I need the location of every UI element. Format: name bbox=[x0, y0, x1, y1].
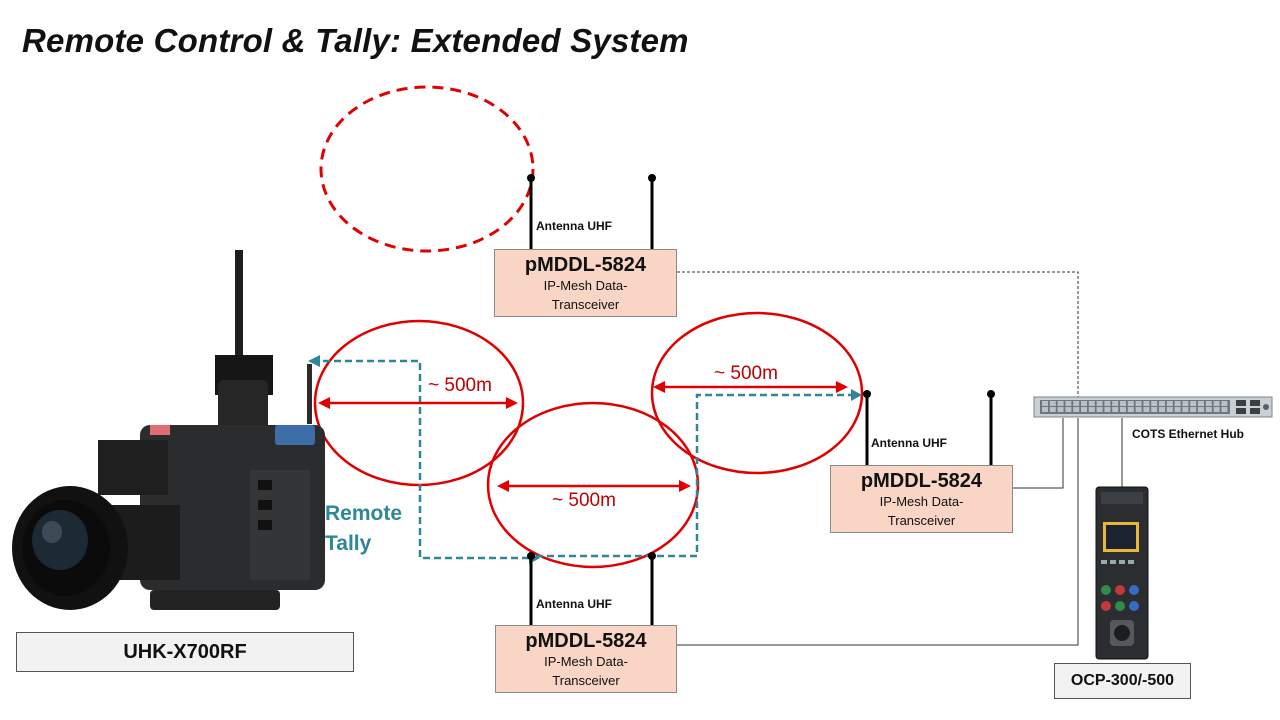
hub-port bbox=[1120, 407, 1126, 412]
hub-port bbox=[1120, 401, 1126, 406]
transceiver-description: IP-Mesh Data-Transceiver bbox=[879, 494, 964, 528]
hub-port bbox=[1143, 407, 1150, 412]
cable-bottom-transceiver-to-hub bbox=[677, 418, 1079, 646]
hub-port bbox=[1104, 407, 1111, 412]
distance-arrow-right bbox=[653, 381, 848, 393]
antenna-top-right-icon bbox=[648, 174, 656, 249]
hub-port bbox=[1159, 407, 1165, 412]
antenna-label-bottom: Antenna UHF bbox=[536, 597, 612, 611]
hub-port bbox=[1081, 401, 1087, 406]
hub-port bbox=[1112, 407, 1119, 412]
hub-port bbox=[1096, 407, 1103, 412]
range-circle-dashed bbox=[319, 85, 535, 253]
remote-tally-path bbox=[312, 359, 536, 560]
transceiver-name: pMDDL-5824 bbox=[525, 630, 647, 652]
hub-port bbox=[1065, 407, 1072, 412]
hub-port bbox=[1198, 401, 1204, 406]
transceiver-name: pMDDL-5824 bbox=[860, 470, 983, 492]
hub-port bbox=[1151, 401, 1158, 406]
hub-port bbox=[1190, 407, 1197, 412]
hub-port bbox=[1088, 407, 1095, 412]
page-title: Remote Control & Tally: Extended System bbox=[22, 22, 689, 59]
cable-right-transceiver-to-hub bbox=[1013, 418, 1064, 489]
hub-port bbox=[1127, 407, 1134, 412]
ethernet-hub-icon bbox=[1033, 396, 1273, 418]
hub-port bbox=[1049, 407, 1056, 412]
remote-tally-label: Remote Tally bbox=[325, 502, 403, 555]
hub-port bbox=[1151, 407, 1158, 412]
hub-port bbox=[1042, 401, 1048, 406]
hub-port bbox=[1198, 407, 1204, 412]
hub-port bbox=[1174, 401, 1181, 406]
distance-label-middle: ~ 500m bbox=[552, 490, 616, 511]
hub-port bbox=[1182, 401, 1189, 406]
distance-label-left: ~ 500m bbox=[428, 375, 492, 396]
hub-port bbox=[1073, 401, 1080, 406]
hub-port bbox=[1159, 401, 1165, 406]
antenna-right-left-icon bbox=[863, 390, 871, 465]
hub-port bbox=[1221, 401, 1228, 406]
antenna-bottom-right-icon bbox=[648, 552, 656, 625]
distance-label-right: ~ 500m bbox=[714, 363, 778, 384]
camera-label: UHK-X700RF bbox=[16, 632, 354, 672]
antenna-bottom-left-icon bbox=[527, 552, 535, 625]
hub-port bbox=[1205, 401, 1212, 406]
antenna-right-right-icon bbox=[987, 390, 995, 465]
camera-icon bbox=[12, 250, 325, 610]
hub-port bbox=[1213, 401, 1220, 406]
hub-label: COTS Ethernet Hub bbox=[1132, 427, 1245, 441]
hub-port bbox=[1135, 407, 1142, 412]
hub-port bbox=[1174, 407, 1181, 412]
tally-arrow-head-right bbox=[851, 389, 862, 401]
hub-port bbox=[1166, 401, 1173, 406]
hub-port bbox=[1143, 401, 1150, 406]
hub-port bbox=[1166, 407, 1173, 412]
transceiver-description: IP-Mesh Data-Transceiver bbox=[544, 654, 628, 688]
hub-port bbox=[1096, 401, 1103, 406]
transceiver-box-right: pMDDL-5824 IP-Mesh Data-Transceiver bbox=[830, 465, 1013, 533]
antenna-label-right: Antenna UHF bbox=[871, 436, 947, 450]
hub-port bbox=[1081, 407, 1087, 412]
hub-port bbox=[1213, 407, 1220, 412]
hub-port bbox=[1221, 407, 1228, 412]
hub-port bbox=[1057, 401, 1064, 406]
transceiver-box-bottom: pMDDL-5824 IP-Mesh Data-Transceiver bbox=[495, 625, 677, 693]
antenna-label-top: Antenna UHF bbox=[536, 219, 612, 233]
hub-port bbox=[1205, 407, 1212, 412]
transceiver-box-top: pMDDL-5824 IP-Mesh Data-Transceiver bbox=[494, 249, 677, 317]
hub-port bbox=[1182, 407, 1189, 412]
distance-arrow-middle bbox=[497, 480, 691, 492]
hub-port bbox=[1088, 401, 1095, 406]
transceiver-name: pMDDL-5824 bbox=[524, 254, 647, 276]
hub-port bbox=[1049, 401, 1056, 406]
hub-port bbox=[1104, 401, 1111, 406]
hub-port bbox=[1127, 401, 1134, 406]
hub-port bbox=[1065, 401, 1072, 406]
hub-port bbox=[1042, 407, 1048, 412]
ocp-control-panel-icon bbox=[1095, 486, 1149, 660]
control-panel-label: OCP-300/-500 bbox=[1054, 663, 1191, 699]
antenna-top-left-icon bbox=[527, 174, 535, 249]
distance-arrow-left bbox=[318, 397, 518, 409]
cable-top-transceiver-to-hub bbox=[677, 271, 1079, 398]
hub-port bbox=[1073, 407, 1080, 412]
hub-port bbox=[1112, 401, 1119, 406]
range-circle-right bbox=[650, 311, 864, 475]
hub-port bbox=[1190, 401, 1197, 406]
tally-arrow-head-left bbox=[308, 355, 320, 367]
transceiver-description: IP-Mesh Data-Transceiver bbox=[543, 278, 628, 312]
hub-port bbox=[1135, 401, 1142, 406]
hub-port bbox=[1057, 407, 1064, 412]
remote-tally-path-right bbox=[536, 393, 857, 558]
